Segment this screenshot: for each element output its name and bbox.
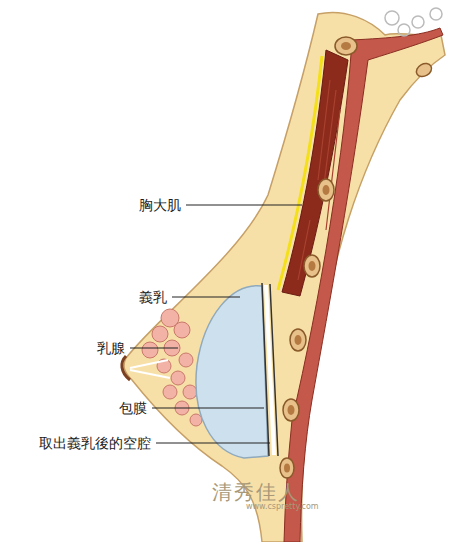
rib-core — [284, 42, 351, 473]
pectoralis-muscle — [282, 50, 348, 296]
fat-line — [278, 56, 322, 290]
part-label: 乳腺 — [97, 340, 125, 356]
part-label: 取出義乳後的空腔 — [39, 435, 151, 451]
chest-wall — [284, 28, 443, 542]
breast-tissue — [124, 12, 445, 542]
watermark-url: www.cspretty.com — [246, 499, 319, 515]
watermark: 清秀佳人 — [212, 484, 300, 500]
part-label: 義乳 — [139, 289, 167, 305]
capsule — [262, 283, 278, 456]
leader-line — [130, 205, 302, 443]
milk-duct — [130, 360, 170, 378]
part-label: 胸大肌 — [139, 197, 181, 213]
nipple — [122, 356, 130, 380]
part-label: 包膜 — [119, 400, 147, 416]
rib — [280, 37, 434, 478]
logo — [385, 8, 442, 36]
breast-implant — [196, 286, 268, 458]
